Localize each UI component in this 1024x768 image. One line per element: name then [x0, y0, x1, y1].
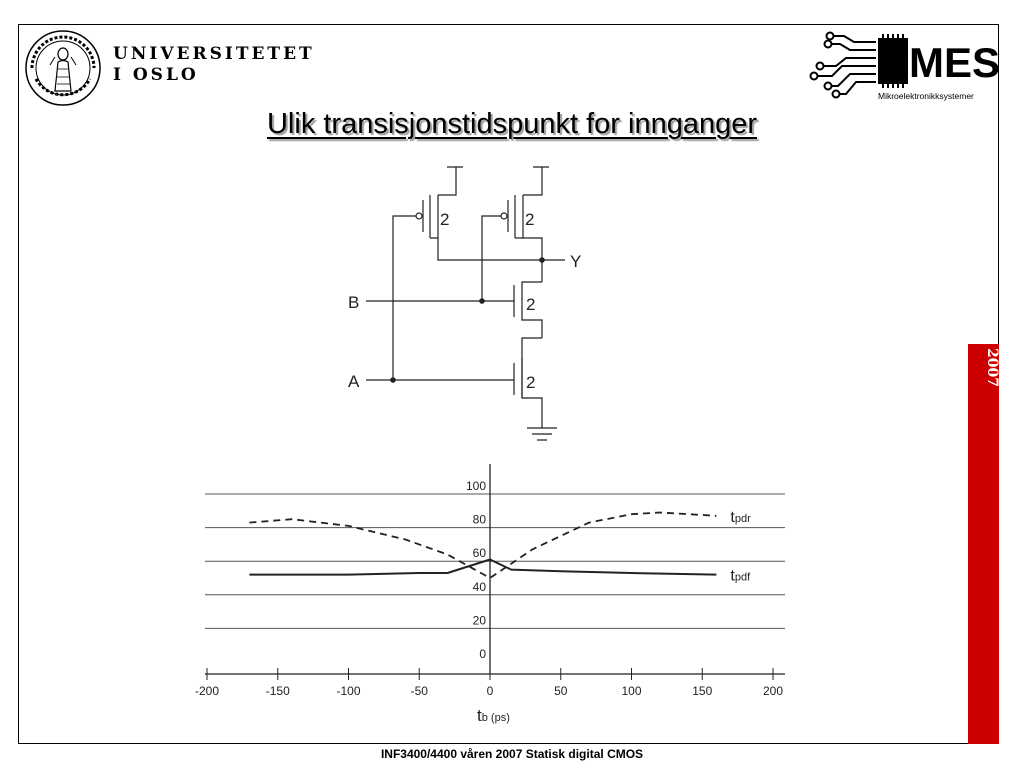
- series-line-tpdf: [249, 558, 717, 576]
- x-tick-label: -200: [195, 684, 219, 698]
- university-seal-icon: [25, 30, 101, 106]
- x-tick-label: 50: [554, 684, 568, 698]
- x-axis-label-sub: b (ps): [482, 712, 510, 724]
- x-axis-label-main: t: [477, 706, 482, 725]
- university-line-2: I OSLO: [113, 65, 199, 85]
- x-tick-label: -100: [336, 684, 360, 698]
- chip-circuit-icon: MES Mikroelektronikksystemer: [809, 31, 998, 101]
- y-tick-label: 40: [473, 580, 487, 594]
- x-tick-label: -150: [266, 684, 290, 698]
- y-tick-label: 100: [466, 479, 486, 493]
- slide-title: Ulik transisjonstidspunkt for innganger: [266, 108, 758, 140]
- legend-tpdr: tpdr: [730, 509, 751, 526]
- university-name: UNIVERSITETET I OSLO: [113, 44, 315, 86]
- x-tick-label: 0: [487, 684, 494, 698]
- year-label: 2007: [984, 348, 1000, 387]
- legend-tpdf-sub: pdf: [735, 572, 751, 584]
- input-a-label: A: [348, 372, 360, 391]
- pmos1-width: 2: [440, 210, 449, 229]
- pmos2-width: 2: [525, 210, 534, 229]
- x-axis-label: tb (ps): [477, 706, 510, 725]
- y-tick-label: 60: [473, 546, 487, 560]
- output-y-label: Y: [570, 252, 581, 271]
- input-b-label: B: [348, 293, 359, 312]
- y-tick-label: 80: [473, 513, 487, 527]
- nand-gate-schematic: 2 2 2 2 Y B A: [348, 166, 581, 441]
- university-line-1: UNIVERSITETET: [113, 44, 315, 64]
- y-tick-label: 0: [479, 647, 486, 661]
- y-tick-label: 20: [473, 613, 487, 627]
- mes-subtitle: Mikroelektronikksystemer: [878, 91, 974, 101]
- nmos2-width: 2: [526, 373, 535, 392]
- year-strip: [968, 344, 999, 744]
- legend-tpdr-main: t: [730, 509, 735, 526]
- nmos1-width: 2: [526, 295, 535, 314]
- legend-tpdf: tpdf: [730, 568, 751, 585]
- legend-tpdf-main: t: [730, 568, 735, 585]
- x-tick-label: 200: [763, 684, 783, 698]
- x-tick-label: 150: [692, 684, 712, 698]
- x-tick-label: -50: [411, 684, 429, 698]
- mes-logo-text: MES: [909, 39, 998, 86]
- footer-course-info: INF3400/4400 våren 2007 Statisk digital …: [380, 747, 644, 761]
- x-tick-label: 100: [621, 684, 641, 698]
- legend-tpdr-sub: pdr: [735, 513, 751, 525]
